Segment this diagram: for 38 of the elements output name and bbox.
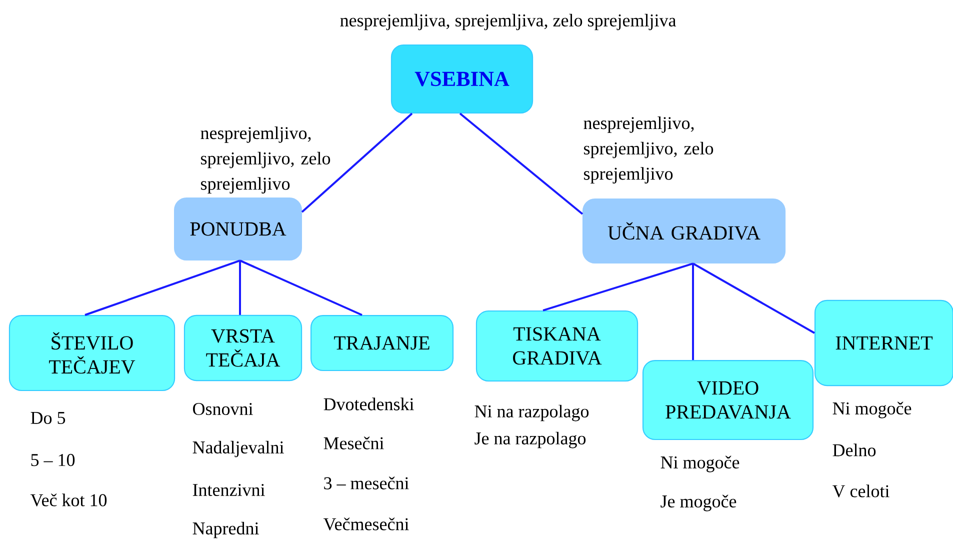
subcategory-box: ŠTEVILO TEČAJEV [8,315,176,391]
option-label: V celoti [832,484,890,498]
connector-line [692,264,694,360]
rating-scale-text: nesprejemljivo, sprejemljivo, zelo sprejemljivo [200,126,330,194]
connector-line [240,260,362,316]
subcategory-box: TRAJANJE [310,315,454,371]
subcategory-box: TISKANA GRADIVA [476,310,638,382]
option-label: Več kot 10 [30,494,107,506]
option-label: Nadaljevalni [192,440,284,458]
option-label: Dvotedenski [324,398,414,410]
option-label: Intenzivni [192,484,265,496]
option-label: Večmesečni [323,518,409,530]
option-label: 5 – 10 [31,454,75,466]
option-label: 3 – mesečni [324,476,409,490]
option-label: Je na razpolago [474,432,586,448]
option-label: Ni na razpolago [474,404,589,422]
option-label: Ni mogoče [832,402,912,418]
option-label: Je mogoče [660,494,736,512]
rating-scale-text: nesprejemljiva, sprejemljiva, zelo sprejemljiva [340,14,676,30]
option-label: Napredni [192,522,259,538]
subcategory-box: VIDEO PREDAVANJA [642,360,814,440]
connector-line [692,262,815,334]
connector-line [542,262,694,312]
option-label: Osnovni [193,402,253,416]
category-box: UČNA GRADIVA [582,198,786,264]
category-box: PONUDBA [174,197,302,261]
subcategory-box: INTERNET [814,300,953,386]
option-label: Do 5 [30,412,66,424]
connector-line [84,260,240,316]
topic-box: VSEBINA [390,44,534,114]
connector-line [459,112,584,215]
option-label: Ni mogoče [660,456,740,472]
rating-scale-text: nesprejemljivo, sprejemljivo, zelo sprejemljivo [584,116,714,184]
subcategory-box: VRSTA TEČAJA [184,314,302,382]
connector-line [301,112,413,213]
option-label: Delno [832,444,876,456]
connector-line [239,260,241,315]
option-label: Mesečni [324,436,384,450]
